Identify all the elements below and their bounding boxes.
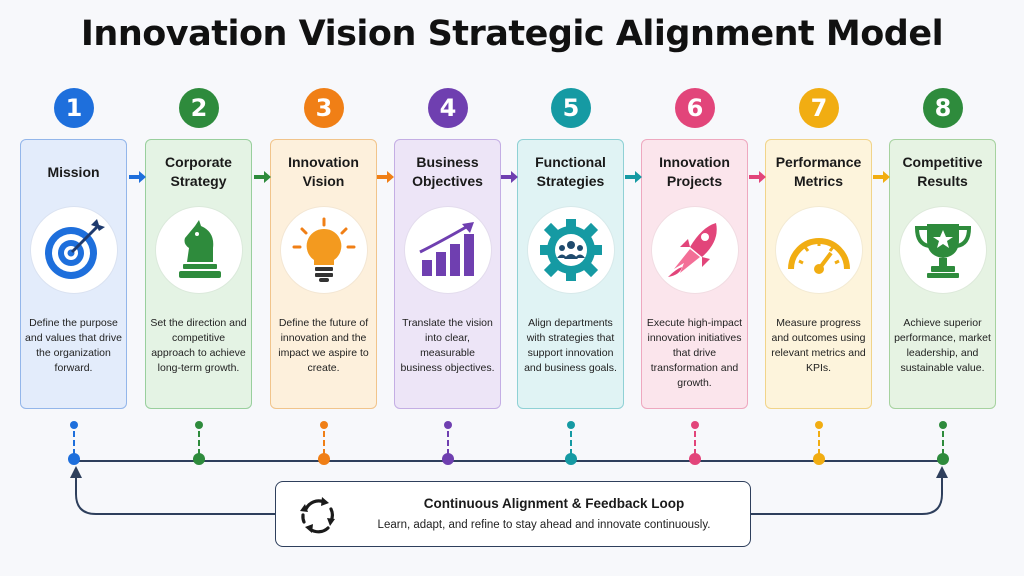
target-icon xyxy=(31,207,117,293)
step-description: Achieve superior performance, market lea… xyxy=(894,317,991,374)
step-mission: 1 Mission Define the purpose and values … xyxy=(20,88,131,468)
step-connector xyxy=(937,421,949,465)
step-description: Execute high-impact innovation initiativ… xyxy=(646,317,743,389)
feedback-title: Continuous Alignment & Feedback Loop xyxy=(423,496,685,511)
step-connector xyxy=(318,421,330,465)
step-number-badge: 4 xyxy=(428,88,468,128)
feedback-subtitle: Learn, adapt, and refine to stay ahead a… xyxy=(377,519,711,531)
step-card: Performance Metrics Measure progress and… xyxy=(765,139,872,409)
step-title: Innovation Vision xyxy=(288,154,359,189)
step-connector xyxy=(689,421,701,465)
step-description: Set the direction and competitive approa… xyxy=(150,317,247,374)
arrow-right-icon xyxy=(625,171,642,183)
arrow-right-icon xyxy=(254,171,271,183)
gauge-icon xyxy=(776,207,862,293)
step-title: Corporate Strategy xyxy=(165,154,232,189)
step-connector xyxy=(813,421,825,465)
step-title: Functional Strategies xyxy=(535,154,606,189)
arrow-right-icon xyxy=(377,171,394,183)
step-corporate-strategy: 2 Corporate Strategy Set the direction a… xyxy=(145,88,256,468)
step-competitive-results: 8 Competitive Results Achieve superior p… xyxy=(889,88,1000,468)
rocket-icon xyxy=(652,207,738,293)
step-number-badge: 1 xyxy=(54,88,94,128)
step-card: Innovation Projects Execute high-impact … xyxy=(641,139,748,409)
step-connector xyxy=(68,421,80,465)
step-card: Competitive Results Achieve superior per… xyxy=(889,139,996,409)
step-description: Translate the vision into clear, measura… xyxy=(400,317,495,374)
step-connector xyxy=(442,421,454,465)
step-innovation-vision: 3 Innovation Vision Define the future of… xyxy=(270,88,381,468)
step-number-badge: 2 xyxy=(179,88,219,128)
feedback-loop-box: Continuous Alignment & Feedback Loop Lea… xyxy=(275,481,751,547)
step-title: Mission xyxy=(47,163,100,180)
step-business-objectives: 4 Business Objectives Translate the visi… xyxy=(394,88,505,468)
arrow-right-icon xyxy=(501,171,518,183)
step-description: Align departments with strategies that s… xyxy=(524,317,617,374)
step-card: Functional Strategies xyxy=(517,139,624,409)
step-number-badge: 7 xyxy=(799,88,839,128)
step-description: Define the purpose and values that drive… xyxy=(25,317,122,374)
step-title: Business Objectives xyxy=(412,154,483,189)
step-card: Corporate Strategy Set the direction and… xyxy=(145,139,252,409)
step-description: Measure progress and outcomes using rele… xyxy=(771,317,866,374)
arrow-right-icon xyxy=(749,171,766,183)
step-innovation-projects: 6 Innovation Projects Execute high-impac… xyxy=(641,88,752,468)
chess-knight-icon xyxy=(156,207,242,293)
step-connector xyxy=(565,421,577,465)
cycle-arrows-icon xyxy=(300,497,335,534)
step-number-badge: 5 xyxy=(551,88,591,128)
lightbulb-icon xyxy=(281,207,367,293)
step-card: Business Objectives Translate the vision… xyxy=(394,139,501,409)
gear-team-icon xyxy=(528,207,614,293)
step-description: Define the future of innovation and the … xyxy=(278,317,369,374)
arrow-right-icon xyxy=(873,171,890,183)
trophy-icon xyxy=(900,207,986,293)
step-functional-strategies: 5 Functional Strategies xyxy=(517,88,628,468)
step-number-badge: 3 xyxy=(304,88,344,128)
step-connector xyxy=(193,421,205,465)
growth-chart-icon xyxy=(405,207,491,293)
step-title: Performance Metrics xyxy=(775,154,862,189)
page-title: Innovation Vision Strategic Alignment Mo… xyxy=(80,14,944,54)
step-title: Competitive Results xyxy=(902,154,983,189)
step-number-badge: 8 xyxy=(923,88,963,128)
arrow-right-icon xyxy=(129,171,146,183)
step-card: Mission Define the purpose and values th… xyxy=(20,139,127,409)
step-card: Innovation Vision Define the future of i… xyxy=(270,139,377,409)
step-title: Innovation Projects xyxy=(659,154,730,189)
step-number-badge: 6 xyxy=(675,88,715,128)
step-performance-metrics: 7 Performance Metrics Measure progress a… xyxy=(765,88,876,468)
